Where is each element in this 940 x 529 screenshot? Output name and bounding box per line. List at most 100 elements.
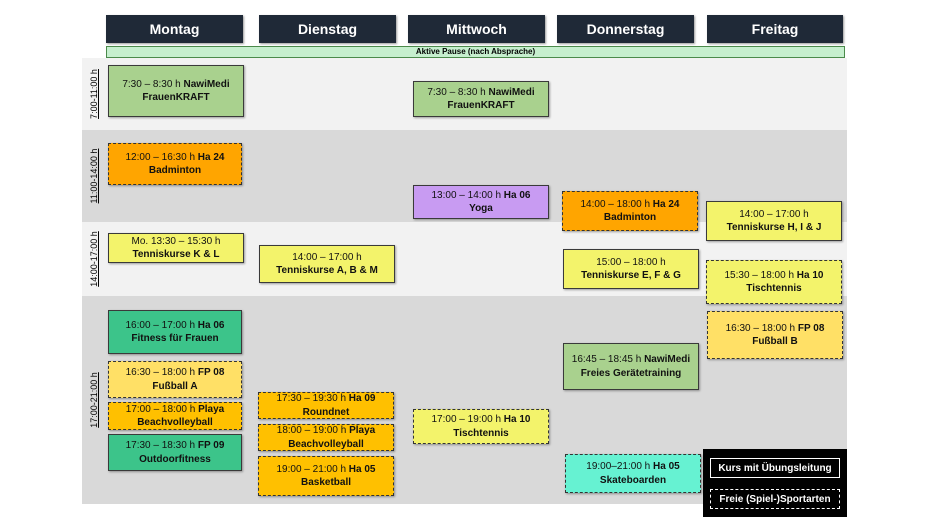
legend-course: Kurs mit Übungsleitung: [710, 458, 840, 478]
event-time: Mo. 13:30 – 15:30 h: [132, 235, 221, 249]
day-header-mittwoch: Mittwoch: [408, 15, 545, 43]
event-time: 16:00 – 17:00 h Ha 06: [126, 319, 225, 333]
time-label: 14:00-17:00 h: [82, 222, 106, 296]
time-label-text: 7:00-11:00 h: [89, 69, 99, 119]
time-label-text: 14:00-17:00 h: [89, 231, 99, 287]
event-title: Beachvolleyball: [288, 438, 364, 450]
day-header-donnerstag: Donnerstag: [557, 15, 694, 43]
time-label: 17:00-21:00 h: [82, 296, 106, 504]
event-location: Ha 24: [195, 151, 225, 163]
event-title: Badminton: [603, 212, 657, 223]
event-time: 17:30 – 19:30 h Ha 09: [277, 392, 376, 406]
event-title: Outdoorfitness: [139, 453, 211, 465]
event-time: 18:00 – 19:00 h Playa: [277, 424, 375, 438]
event-di-basketball[interactable]: 19:00 – 21:00 h Ha 05 Basketball: [258, 456, 394, 496]
event-time: 13:00 – 14:00 h Ha 06: [432, 189, 531, 203]
event-time: 17:00 – 18:00 h Playa: [126, 403, 224, 417]
event-time-text: 17:30 – 19:30 h: [276, 393, 347, 404]
event-time: 7:30 – 8:30 h NawiMedi: [427, 86, 534, 100]
event-time-text: 15:30 – 18:00 h: [724, 269, 795, 281]
event-location: Playa: [195, 403, 225, 415]
event-time-text: 17:00 – 18:00 h: [125, 403, 196, 415]
event-time-text: 14:00 – 18:00 h: [580, 198, 651, 210]
event-mo-fussball[interactable]: 16:30 – 18:00 h FP 08 Fußball A: [108, 361, 242, 398]
event-time-text: 19:00–21:00 h: [586, 461, 651, 472]
event-fr-tischtennis[interactable]: 15:30 – 18:00 h Ha 10 Tischtennis: [706, 260, 842, 304]
event-time: 14:00 – 17:00 h: [739, 208, 809, 222]
event-time-text: 17:30 – 18:30 h: [125, 440, 196, 451]
event-location: Ha 06: [501, 189, 531, 201]
event-location: Ha 24: [650, 198, 680, 210]
event-time-text: 19:00 – 21:00 h: [276, 463, 347, 475]
event-location: Ha 09: [346, 393, 376, 404]
active-pause-bar: Aktive Pause (nach Absprache): [106, 46, 845, 58]
event-time-text: 18:00 – 19:00 h: [276, 425, 347, 436]
legend: Kurs mit Übungsleitung Freie (Spiel-)Spo…: [703, 449, 847, 517]
event-location: Ha 10: [794, 269, 824, 281]
event-time: 16:45 – 18:45 h NawiMedi: [572, 353, 690, 367]
event-time: 17:30 – 18:30 h FP 09: [126, 439, 225, 453]
event-location: FP 08: [195, 367, 225, 378]
time-label-text: 17:00-21:00 h: [89, 372, 99, 428]
event-time-text: 16:30 – 18:00 h: [125, 367, 196, 378]
event-location: FP 09: [195, 440, 225, 451]
legend-free: Freie (Spiel-)Sportarten: [710, 489, 840, 509]
event-location: Ha 05: [650, 461, 680, 472]
event-title: Freies Gerätetraining: [580, 367, 682, 379]
event-location: NawiMedi: [641, 354, 691, 365]
event-time: 16:30 – 18:00 h FP 08: [726, 322, 825, 336]
day-header-montag: Montag: [106, 15, 243, 43]
event-title: FrauenKRAFT: [142, 92, 210, 103]
event-mo-tennis[interactable]: Mo. 13:30 – 15:30 h Tenniskurse K & L: [108, 233, 244, 263]
event-location: FP 08: [795, 322, 825, 334]
event-title: Badminton: [148, 165, 202, 176]
event-title: Tenniskurse K & L: [132, 249, 220, 260]
event-title: Tischtennis: [746, 283, 802, 294]
event-title: Fußball A: [152, 380, 198, 392]
time-label: 7:00-11:00 h: [82, 58, 106, 130]
event-title: FrauenKRAFT: [447, 100, 515, 111]
event-title: Tischtennis: [453, 427, 509, 439]
event-title: Fitness für Frauen: [131, 333, 219, 344]
event-location: Ha 05: [346, 463, 376, 475]
event-time-text: 16:45 – 18:45 h: [571, 354, 642, 365]
event-time-text: 7:30 – 8:30 h: [427, 86, 486, 98]
event-location: NawiMedi: [485, 86, 535, 98]
time-label: 11:00-14:00 h: [82, 130, 106, 222]
event-title: Basketball: [300, 477, 352, 488]
event-time: 12:00 – 16:30 h Ha 24: [126, 151, 225, 165]
event-time: 19:00–21:00 h Ha 05: [586, 460, 679, 474]
event-title: Beachvolleyball: [137, 417, 213, 428]
event-time-text: 13:00 – 14:00 h: [431, 189, 502, 201]
event-time: 7:30 – 8:30 h NawiMedi: [122, 78, 229, 92]
event-time-text: 12:00 – 16:30 h: [125, 151, 196, 163]
event-title: Fußball B: [752, 336, 798, 347]
event-location: Playa: [346, 425, 376, 436]
time-label-text: 11:00-14:00 h: [89, 148, 99, 204]
event-time-text: 14:00 – 17:00 h: [739, 208, 809, 220]
event-title: Tenniskurse A, B & M: [276, 265, 378, 276]
event-time: 17:00 – 19:00 h Ha 10: [432, 413, 531, 427]
event-time: 15:00 – 18:00 h: [596, 256, 666, 270]
event-location: Ha 10: [501, 414, 531, 425]
event-time-text: Mo. 13:30 – 15:30 h: [131, 235, 221, 247]
event-title: Roundnet: [302, 406, 350, 418]
event-time: 14:00 – 18:00 h Ha 24: [581, 198, 680, 212]
